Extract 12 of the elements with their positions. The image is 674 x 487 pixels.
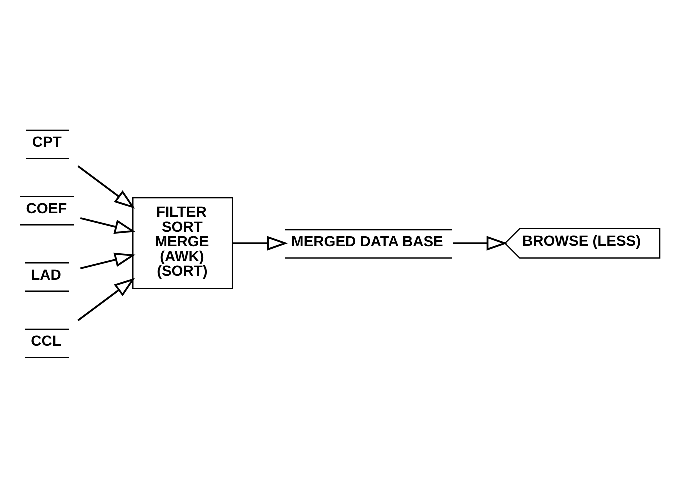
arrow (80, 217, 136, 234)
node-box: FILTER SORT MERGE (AWK) (SORT) (132, 197, 234, 290)
node-text: CPT (32, 135, 62, 152)
node-text: LAD (31, 268, 62, 284)
arrow (78, 166, 136, 209)
node-text: MERGED DATA BASE (292, 234, 444, 251)
arrow (78, 278, 136, 322)
arrow (232, 236, 288, 251)
node-text: CCL (31, 334, 62, 350)
arrow (80, 252, 136, 270)
node-text: COEF (26, 202, 68, 218)
arrow (453, 236, 508, 251)
